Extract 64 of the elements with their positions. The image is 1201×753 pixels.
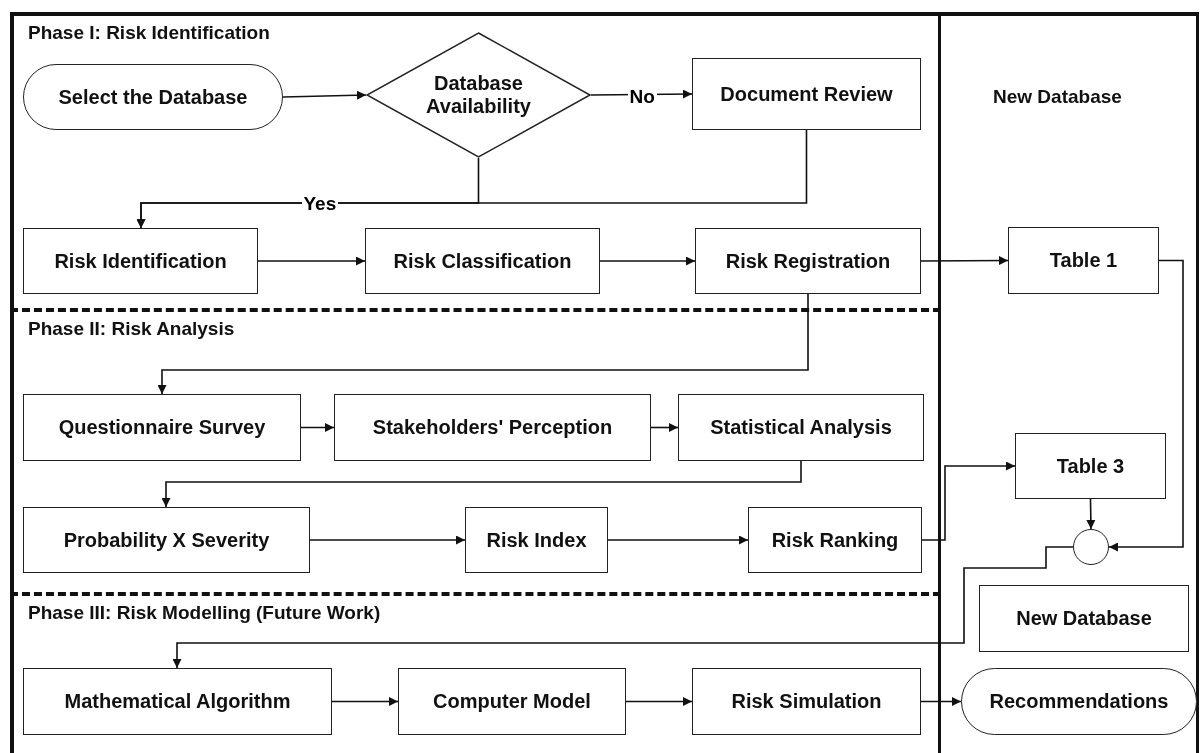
node-label: New Database	[1016, 607, 1152, 630]
node-label: Database Availability	[425, 72, 532, 118]
node-label: Risk Classification	[393, 249, 572, 273]
node-label: Select the Database	[58, 85, 248, 109]
arrow	[599, 256, 696, 266]
phase-panel	[10, 308, 941, 594]
junction-circle	[1073, 529, 1109, 565]
node-label: Table 1	[1049, 249, 1118, 272]
process-box	[1015, 433, 1166, 499]
process-box	[398, 668, 626, 735]
process-box	[365, 228, 600, 294]
process-box	[692, 58, 921, 130]
phase-panel	[10, 592, 941, 753]
process-box	[692, 668, 921, 735]
panel-heading: Phase III: Risk Modelling (Future Work)	[28, 602, 381, 624]
process-box	[23, 394, 301, 461]
panel-heading: Phase II: Risk Analysis	[28, 318, 235, 340]
arrow	[920, 256, 1009, 266]
arrow	[161, 460, 802, 508]
arrow	[282, 90, 367, 100]
arrow	[136, 129, 808, 229]
node-label: Recommendations	[989, 690, 1169, 713]
arrow	[650, 423, 679, 432]
node-label: Risk Ranking	[771, 528, 899, 552]
node-label: Document Review	[720, 82, 893, 106]
arrow	[1086, 498, 1096, 530]
process-box	[678, 394, 924, 461]
arrow	[257, 256, 366, 266]
process-box	[334, 394, 651, 461]
node-label: Mathematical Algorithm	[64, 690, 291, 713]
phase-panel	[10, 12, 941, 310]
node-label: Risk Index	[486, 528, 587, 552]
process-box	[1008, 227, 1159, 294]
process-box	[465, 507, 608, 573]
arrow	[607, 535, 749, 545]
terminal-box	[961, 668, 1197, 735]
node-label: Statistical Analysis	[710, 416, 892, 439]
node-label: Probability X Severity	[63, 528, 270, 552]
decision-diamond	[366, 32, 591, 158]
process-box	[695, 228, 921, 294]
process-box	[979, 585, 1189, 652]
process-box	[748, 507, 922, 573]
node-label: Risk Simulation	[731, 690, 882, 713]
arrow	[309, 535, 466, 545]
column-panel	[939, 12, 1199, 753]
arrow	[1108, 259, 1184, 552]
node-label: Stakeholders' Perception	[372, 416, 613, 439]
node-label: Questionnaire Survey	[58, 416, 266, 439]
panel-heading: Phase I: Risk Identification	[28, 22, 270, 44]
arrow	[172, 546, 1074, 669]
arrow	[331, 697, 399, 706]
arrow	[300, 423, 335, 432]
node-label: Risk Identification	[54, 249, 227, 273]
process-box	[23, 668, 332, 735]
node-label: Table 3	[1056, 454, 1125, 478]
arrow	[157, 293, 809, 395]
panel-heading: New Database	[993, 86, 1122, 108]
process-box	[23, 507, 310, 573]
node-label: Computer Model	[433, 690, 591, 713]
arrow	[625, 697, 693, 706]
arrow	[920, 697, 962, 706]
arrow	[921, 461, 1016, 541]
node-label: Risk Registration	[725, 249, 891, 273]
process-box	[23, 228, 258, 294]
